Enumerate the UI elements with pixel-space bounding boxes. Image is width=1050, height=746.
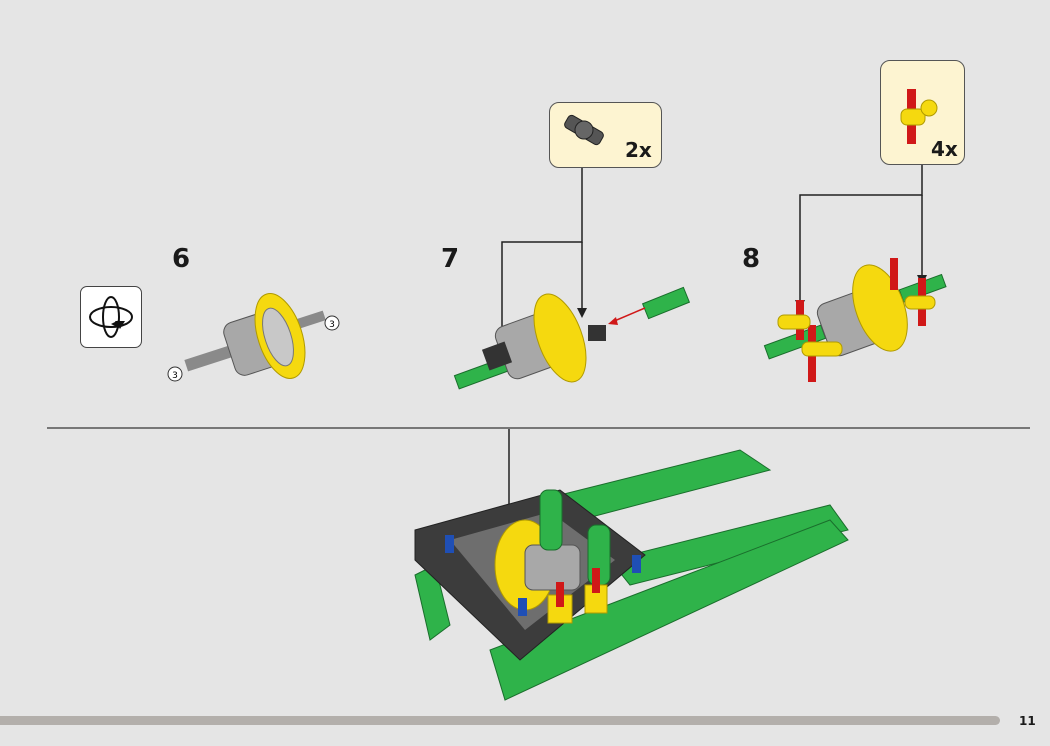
callout-leader-lines [501, 165, 923, 520]
step-number-7: 7 [441, 244, 460, 274]
step7-differential [453, 286, 691, 390]
page-progress-bar [0, 716, 1000, 725]
step-number-6: 6 [172, 244, 191, 274]
part-quantity: 4x [931, 137, 958, 161]
rotate-model-indicator [80, 286, 142, 348]
axle-connector-part-icon [564, 114, 604, 146]
pin-with-axle-part-icon [900, 89, 938, 144]
axle-length-callout: 3 [329, 320, 335, 330]
part-quantity: 2x [625, 138, 652, 162]
parts-callout-step8: 4x [880, 60, 965, 165]
main-model-chassis [414, 449, 849, 701]
section-divider [47, 427, 1030, 429]
axle-length-callout: 3 [172, 371, 178, 381]
step8-differential [763, 258, 947, 382]
page-number: 11 [1019, 714, 1036, 728]
rotate-model-icon [89, 296, 133, 338]
step6-differential [167, 293, 340, 382]
step-number-8: 8 [742, 244, 761, 274]
parts-callout-step7: 2x [549, 102, 662, 168]
